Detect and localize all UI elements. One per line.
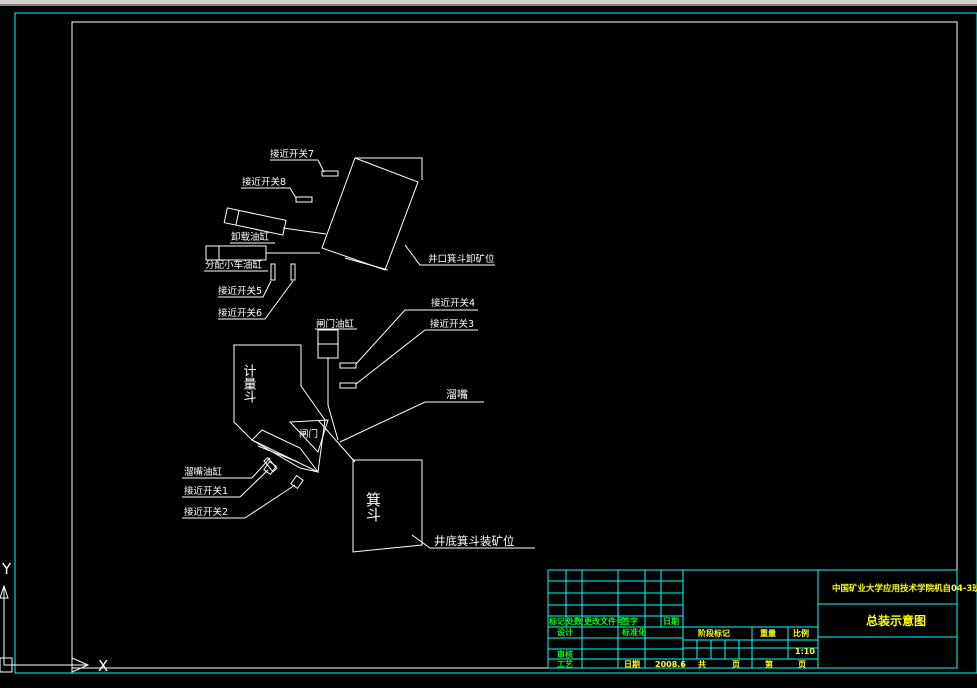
title-block: [547, 569, 958, 669]
label-shaft-top-skip-unload: 井口箕斗卸矿位: [428, 253, 495, 265]
window-top-edge: [0, 0, 977, 4]
tb-h-docno: 更改文件号: [584, 616, 624, 626]
chute-box-inner: [257, 445, 299, 463]
label-sensor6: 接近开关6: [218, 307, 262, 319]
leader-sensor4: [355, 309, 478, 365]
leader-shaft-top: [404, 244, 495, 266]
layout-border: [14, 12, 977, 674]
sensor6-symbol: [290, 263, 296, 281]
tb-ratio-val: 1:10: [795, 647, 815, 656]
label-gate: 闸门: [299, 428, 318, 440]
label-dist-cart-cylinder: 分配小车油缸: [205, 259, 263, 271]
tb-review: 审核: [557, 649, 573, 659]
sensor5-symbol: [270, 263, 276, 281]
tb-weight: 重量: [760, 628, 776, 638]
window-top-edge-shadow: [0, 4, 977, 6]
leader-sensor7: [317, 159, 325, 173]
tb-stage-mark: 阶段标记: [698, 628, 730, 638]
unload-cylinder-rod: [282, 227, 327, 235]
tb-school: 中国矿业大学应用技术学院机自04-3班: [832, 583, 977, 594]
sensor3-symbol: [339, 382, 357, 389]
bottom-skip-top-link: [317, 419, 356, 463]
unload-cylinder-rod-mark: [235, 210, 240, 226]
label-metering-hopper: 计量斗: [241, 364, 257, 403]
unload-cylinder-body: [223, 207, 287, 236]
label-sensor5: 接近开关5: [218, 285, 262, 297]
leader-sensor1: [182, 469, 269, 498]
leader-sensor8: [289, 187, 297, 199]
ucs-x-label: X: [98, 657, 108, 675]
leader-sensor2: [182, 484, 296, 519]
top-skip-group: [204, 157, 495, 320]
top-skip-frame-bottom: [344, 257, 389, 271]
label-chute: 溜嘴: [446, 387, 468, 401]
metering-hopper-body: [233, 344, 326, 473]
tb-h-mark: 标记: [548, 616, 565, 626]
leader-chute: [339, 401, 484, 443]
tb-drawing-title: 总装示意图: [866, 613, 926, 628]
label-sensor1: 接近开关1: [184, 485, 228, 497]
label-chute-cylinder: 溜嘴油缸: [184, 466, 223, 478]
tb-sheet: 第: [765, 659, 773, 669]
tb-h-date: 日期: [663, 616, 679, 626]
label-sensor8: 接近开关8: [242, 176, 286, 188]
tb-design: 设计: [557, 627, 573, 637]
leader-sensor5: [218, 280, 272, 298]
chute-cylinder-symbol: [263, 457, 278, 473]
sensor8-symbol: [295, 196, 313, 203]
tb-date-label: 日期: [624, 659, 640, 669]
top-skip-body: [321, 157, 419, 271]
label-unload-cylinder: 卸载油缸: [231, 231, 270, 243]
label-sensor4: 接近开关4: [431, 297, 475, 309]
gate-cylinder-link: [327, 404, 339, 441]
dist-cart-cylinder-body: [205, 245, 267, 261]
bottom-skip-body: [352, 459, 423, 553]
ucs-icon: [0, 584, 90, 673]
tb-h-count: 处数: [565, 616, 583, 626]
tb-sheet-page: 页: [798, 660, 806, 669]
ucs-y-label: Y: [1, 560, 12, 578]
label-gate-cylinder: 闸门油缸: [316, 318, 355, 330]
leader-sensor6: [218, 280, 294, 320]
label-skip: 箕斗: [364, 492, 382, 522]
tb-process: 工艺: [557, 659, 573, 669]
bottom-loading-group: [182, 309, 535, 553]
tb-std: 标准化: [621, 627, 646, 637]
label-shaft-bottom-skip-load: 井底箕斗装矿位: [434, 534, 515, 548]
tb-year: 2008.6: [655, 660, 686, 669]
sensor1-symbol: [263, 460, 277, 476]
gate-symbol: [288, 419, 329, 453]
leader-chute-cylinder: [251, 457, 271, 479]
chute-box: [251, 429, 320, 473]
tb-total: 共: [698, 659, 706, 669]
sensor7-symbol: [321, 170, 339, 177]
label-sensor7: 接近开关7: [270, 148, 314, 160]
label-sensor3: 接近开关3: [430, 318, 474, 330]
sensor4-symbol: [339, 362, 357, 369]
leader-shaft-bottom: [411, 534, 535, 549]
top-skip-frame: [355, 157, 423, 180]
tb-h-sign: 签字: [621, 616, 638, 626]
drawing-frame: [71, 21, 958, 669]
leader-sensor3: [355, 329, 478, 385]
tb-page: 页: [732, 660, 740, 669]
label-sensor2: 接近开关2: [184, 506, 228, 518]
tb-ratio: 比例: [793, 628, 809, 638]
